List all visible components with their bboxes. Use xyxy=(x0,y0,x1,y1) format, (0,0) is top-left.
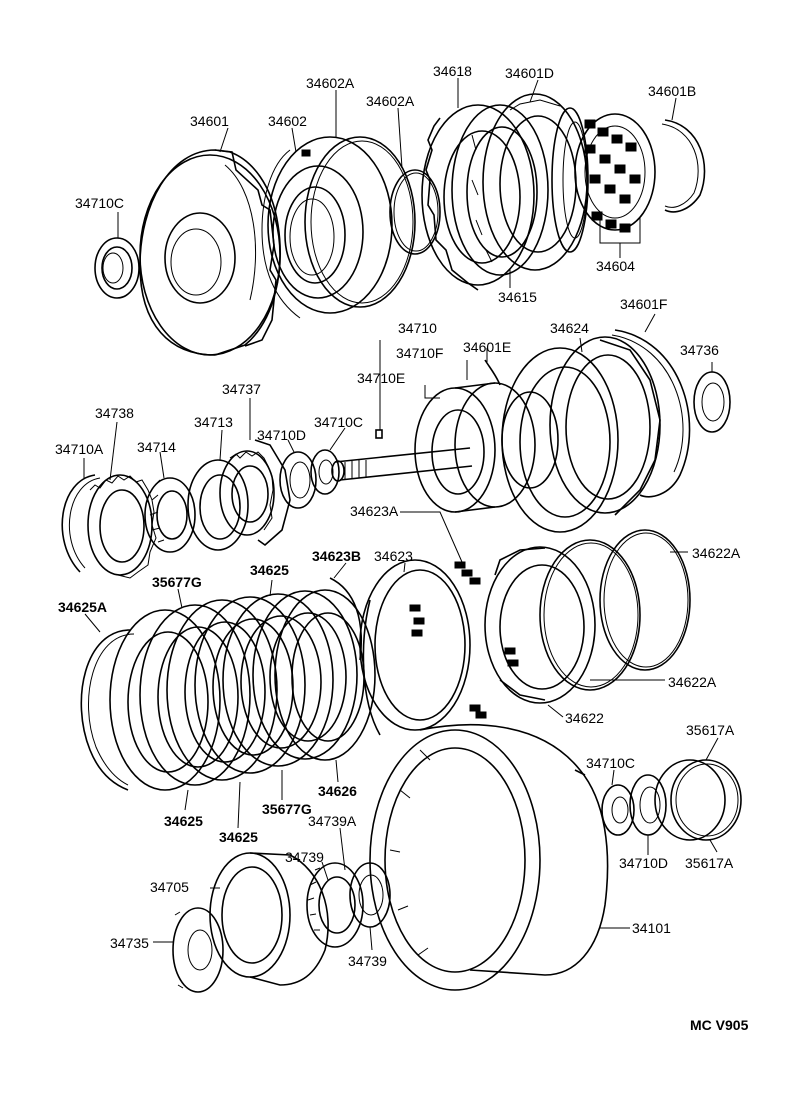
part-34710c-seal xyxy=(94,237,140,299)
label-34625-b2: 34625 xyxy=(219,829,258,845)
part-34601-drum xyxy=(139,149,281,356)
label-34710d-1: 34710D xyxy=(257,427,306,443)
label-34602a-1: 34602A xyxy=(306,75,355,91)
label-35617a-2: 35617A xyxy=(685,855,734,871)
label-34710f: 34710F xyxy=(396,345,443,361)
label-34623b: 34623B xyxy=(312,548,361,564)
part-34739-bearing xyxy=(306,862,364,948)
label-34602: 34602 xyxy=(268,113,307,129)
label-34710c-3: 34710C xyxy=(586,755,635,771)
part-35617a-ring-outer xyxy=(670,759,742,841)
label-34602a-2: 34602A xyxy=(366,93,415,109)
part-clutch-plate-1 xyxy=(109,609,221,791)
label-34601d: 34601D xyxy=(505,65,554,81)
label-35677g-2: 35677G xyxy=(262,801,312,817)
label-34625-b1: 34625 xyxy=(164,813,203,829)
part-34601d-plate xyxy=(482,93,588,271)
part-34601b-snap-ring xyxy=(661,119,706,213)
label-34735: 34735 xyxy=(110,935,149,951)
label-34615: 34615 xyxy=(498,289,537,305)
label-34101: 34101 xyxy=(632,920,671,936)
part-34713-ring xyxy=(187,459,249,551)
label-34710d-2: 34710D xyxy=(619,855,668,871)
label-34622a-1: 34622A xyxy=(692,545,741,561)
label-34623a: 34623A xyxy=(350,503,399,519)
part-34710d-thrust-bearing xyxy=(629,774,667,836)
label-34737: 34737 xyxy=(222,381,261,397)
part-labels: 34601 34602 34602A 34602A 34618 34601D 3… xyxy=(55,63,749,1033)
label-35677g-1: 35677G xyxy=(152,574,202,590)
part-34710-carrier xyxy=(414,382,559,513)
label-34710c-1: 34710C xyxy=(75,195,124,211)
label-34739-2: 34739 xyxy=(348,953,387,969)
part-34710e-washer xyxy=(424,385,440,399)
label-34601e: 34601E xyxy=(463,339,511,355)
part-clutch-plate-6 xyxy=(252,590,358,760)
part-34737-flange xyxy=(254,439,291,547)
label-34738: 34738 xyxy=(95,405,134,421)
part-34710f-washer xyxy=(375,429,383,439)
diagram-code: MC V905 xyxy=(690,1017,749,1033)
part-34624-ring-gear xyxy=(501,347,619,533)
part-34602a-outer-oring xyxy=(304,136,416,308)
part-34615-plate xyxy=(451,104,549,276)
part-34623-piston-ring xyxy=(359,559,471,736)
label-34622a-2: 34622A xyxy=(668,674,717,690)
part-34710a-snap-ring xyxy=(61,474,101,573)
part-34604-spring-pack xyxy=(574,113,656,233)
label-34601f: 34601F xyxy=(620,296,667,312)
part-34622a-oring-inner xyxy=(539,539,641,691)
part-clutch-plate-3 xyxy=(166,599,278,781)
label-34604: 34604 xyxy=(596,258,635,274)
label-34625-top: 34625 xyxy=(250,562,289,578)
part-35617a-ring-inner xyxy=(654,759,726,841)
part-34737-sun-gear xyxy=(219,450,275,536)
label-34710e: 34710E xyxy=(357,370,405,386)
label-34710c-2: 34710C xyxy=(314,414,363,430)
label-34710: 34710 xyxy=(398,320,437,336)
label-34624: 34624 xyxy=(550,320,589,336)
label-34739a: 34739A xyxy=(308,813,357,829)
part-34622a-oring-outer xyxy=(599,529,691,671)
label-34601: 34601 xyxy=(190,113,229,129)
part-34714-bearing xyxy=(144,477,196,553)
part-clutch-plate-2 xyxy=(139,604,251,786)
part-clutch-plate-5 xyxy=(222,593,334,767)
part-34623a-springs xyxy=(409,561,519,719)
label-34714: 34714 xyxy=(137,439,176,455)
label-34623: 34623 xyxy=(374,548,413,564)
part-34622-piston xyxy=(484,546,596,704)
label-34710a: 34710A xyxy=(55,441,104,457)
part-34623b-snap-ring xyxy=(329,577,362,661)
label-34625a: 34625A xyxy=(58,599,107,615)
part-34101-case xyxy=(369,724,609,991)
part-34735-washer xyxy=(172,907,224,993)
part-34736-ring xyxy=(693,371,731,433)
part-34602-piston xyxy=(261,136,393,319)
label-34736: 34736 xyxy=(680,342,719,358)
part-34618-plate xyxy=(421,104,535,291)
part-34602a-inner-oring xyxy=(389,169,441,255)
label-34705: 34705 xyxy=(150,879,189,895)
part-34601d-spring-hub xyxy=(551,107,589,253)
label-34713: 34713 xyxy=(194,414,233,430)
part-34625a-snap-ring xyxy=(80,629,135,791)
part-34710-shaft xyxy=(331,447,473,482)
leader-lines xyxy=(83,78,719,951)
part-34738-gear xyxy=(87,474,157,579)
part-34705-drum xyxy=(209,852,329,986)
part-34710c-bearing xyxy=(310,449,340,495)
label-34739-1: 34739 xyxy=(285,849,324,865)
part-34601f-drum xyxy=(549,336,661,516)
label-34622: 34622 xyxy=(565,710,604,726)
label-35617a-1: 35617A xyxy=(686,722,735,738)
part-34710c-thrust-washer xyxy=(601,784,635,836)
part-34601e-clip xyxy=(484,359,501,386)
part-34601f-snap-ring xyxy=(611,329,691,498)
part-34710d-bearing xyxy=(279,451,317,509)
label-34601b: 34601B xyxy=(648,83,696,99)
label-34626: 34626 xyxy=(318,783,357,799)
label-34618: 34618 xyxy=(433,63,472,79)
